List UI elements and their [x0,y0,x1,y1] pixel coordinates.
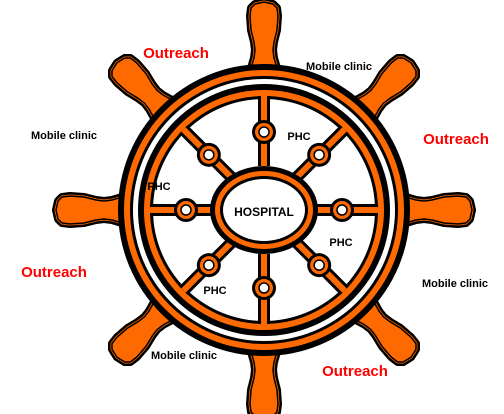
outreach-label-left: Outreach [21,264,87,281]
spoke-knob-center-3 [313,259,325,271]
spoke-knob-center-7 [203,149,215,161]
spoke-knob-center-1 [313,149,325,161]
mobile-clinic-label-top-right: Mobile clinic [306,61,372,73]
hub-group [210,166,318,254]
handle-inner-line-5 [111,284,190,363]
mobile-clinic-label-right: Mobile clinic [422,278,488,290]
handle-inner-line-3 [338,284,417,363]
spoke-knob-center-0 [258,126,270,138]
phc-label-bottom: PHC [203,285,226,297]
phc-label-right: PHC [329,237,352,249]
phc-label-left: PHC [147,181,170,193]
outreach-label-top: Outreach [143,45,209,62]
handle-inner-line-0 [249,1,279,99]
mobile-clinic-label-left: Mobile clinic [31,130,97,142]
spoke-knob-center-4 [258,282,270,294]
spoke-knob-center-6 [180,204,192,216]
handle-inner-line-7 [111,57,190,136]
handle-inner-line-6 [55,195,153,225]
mobile-clinic-label-bottom: Mobile clinic [151,350,217,362]
handle-inner-line-4 [249,321,279,414]
phc-label-top: PHC [287,131,310,143]
handle-inner-line-2 [375,195,473,225]
handle-inner-line-1 [338,57,417,136]
spoke-knob-center-2 [336,204,348,216]
spokes-group [150,96,378,324]
hub-center [223,179,305,241]
hospital-label: HOSPITAL [234,205,294,219]
spoke-knob-center-5 [203,259,215,271]
outreach-label-right: Outreach [423,131,489,148]
outreach-label-bottom: Outreach [322,363,388,380]
